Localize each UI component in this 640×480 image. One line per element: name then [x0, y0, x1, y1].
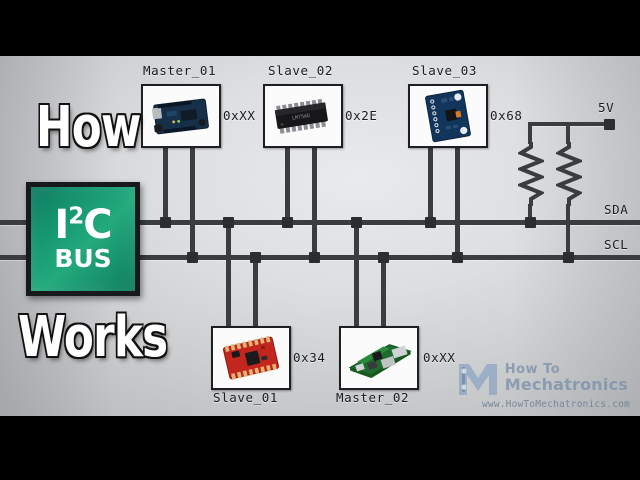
watermark-url: www.HowToMechatronics.com [482, 399, 630, 410]
master-01-scl-wire [190, 144, 195, 259]
device-master-01[interactable] [141, 84, 221, 148]
master-01-address: 0xXX [223, 108, 256, 123]
arduino-uno-icon [143, 86, 219, 146]
svg-text:LM75AD: LM75AD [292, 113, 311, 122]
junction-node [563, 252, 574, 263]
diagram-canvas: SDA SCL [0, 56, 640, 416]
supply-terminal [604, 119, 615, 130]
slave-03-address: 0x68 [490, 108, 523, 123]
master-01-label: Master_01 [143, 63, 217, 78]
pullup-resistor-sda [518, 142, 544, 206]
letterbox-bottom [0, 416, 640, 480]
slave-01-scl-wire [253, 255, 258, 328]
i2c-letter-c: C [83, 201, 112, 248]
junction-node [378, 252, 389, 263]
junction-node [525, 217, 536, 228]
pullup-resistor-scl [556, 142, 582, 206]
i2c-badge-line1: I2C [54, 205, 112, 245]
soic-ic-icon: LM75AD [265, 86, 341, 146]
watermark-wordmark: How To Mechatronics [505, 363, 628, 393]
letterbox-top [0, 0, 640, 56]
pullup-sda-bottom-lead [528, 204, 532, 224]
title-how: How [36, 95, 141, 160]
watermark-line1: How To [504, 362, 561, 377]
device-master-02[interactable] [339, 326, 419, 390]
mpu6050-board-icon [410, 86, 486, 146]
junction-node [282, 217, 293, 228]
i2c-badge-line2: BUS [54, 244, 112, 274]
scl-label: SCL [604, 237, 629, 252]
supply-label: 5V [598, 100, 615, 115]
master-02-label: Master_02 [336, 390, 410, 405]
junction-node [309, 252, 320, 263]
slave-01-sda-wire [226, 220, 231, 328]
watermark-line2: Mechatronics [504, 375, 628, 394]
scl-bus-line [0, 255, 640, 260]
slave-02-scl-wire [312, 144, 317, 259]
raspberry-pi-icon [341, 328, 417, 388]
watermark-logo: How To Mechatronics [456, 358, 628, 398]
sda-label: SDA [604, 202, 629, 217]
master-02-scl-wire [381, 255, 386, 328]
slave-03-sda-wire [428, 144, 433, 224]
title-works: Works [18, 305, 168, 370]
slave-02-label: Slave_02 [268, 63, 334, 78]
howtomechatronics-mark-icon [458, 364, 497, 395]
sda-bus-line [0, 220, 640, 225]
junction-node [160, 217, 171, 228]
junction-node [223, 217, 234, 228]
i2c-superscript-2: 2 [68, 203, 84, 230]
slave-03-scl-wire [455, 144, 460, 259]
junction-node [351, 217, 362, 228]
i2c-letter-i: I [54, 201, 69, 248]
slave-02-address: 0x2E [345, 108, 378, 123]
device-slave-03[interactable] [408, 84, 488, 148]
junction-node [250, 252, 261, 263]
pullup-sda-top-lead [528, 122, 532, 144]
red-breakout-icon [213, 328, 289, 388]
pullup-scl-top-lead [566, 122, 570, 144]
junction-node [452, 252, 463, 263]
device-slave-01[interactable] [211, 326, 291, 390]
master-02-sda-wire [354, 220, 359, 328]
slave-01-label: Slave_01 [213, 390, 279, 405]
slave-01-address: 0x34 [293, 350, 326, 365]
junction-node [425, 217, 436, 228]
master-02-address: 0xXX [423, 350, 456, 365]
junction-node [187, 252, 198, 263]
master-01-sda-wire [163, 144, 168, 224]
slave-02-sda-wire [285, 144, 290, 224]
slave-03-label: Slave_03 [412, 63, 478, 78]
pullup-scl-bottom-lead [566, 204, 570, 259]
i2c-bus-badge: I2C BUS [26, 182, 140, 296]
device-slave-02[interactable]: LM75AD [263, 84, 343, 148]
